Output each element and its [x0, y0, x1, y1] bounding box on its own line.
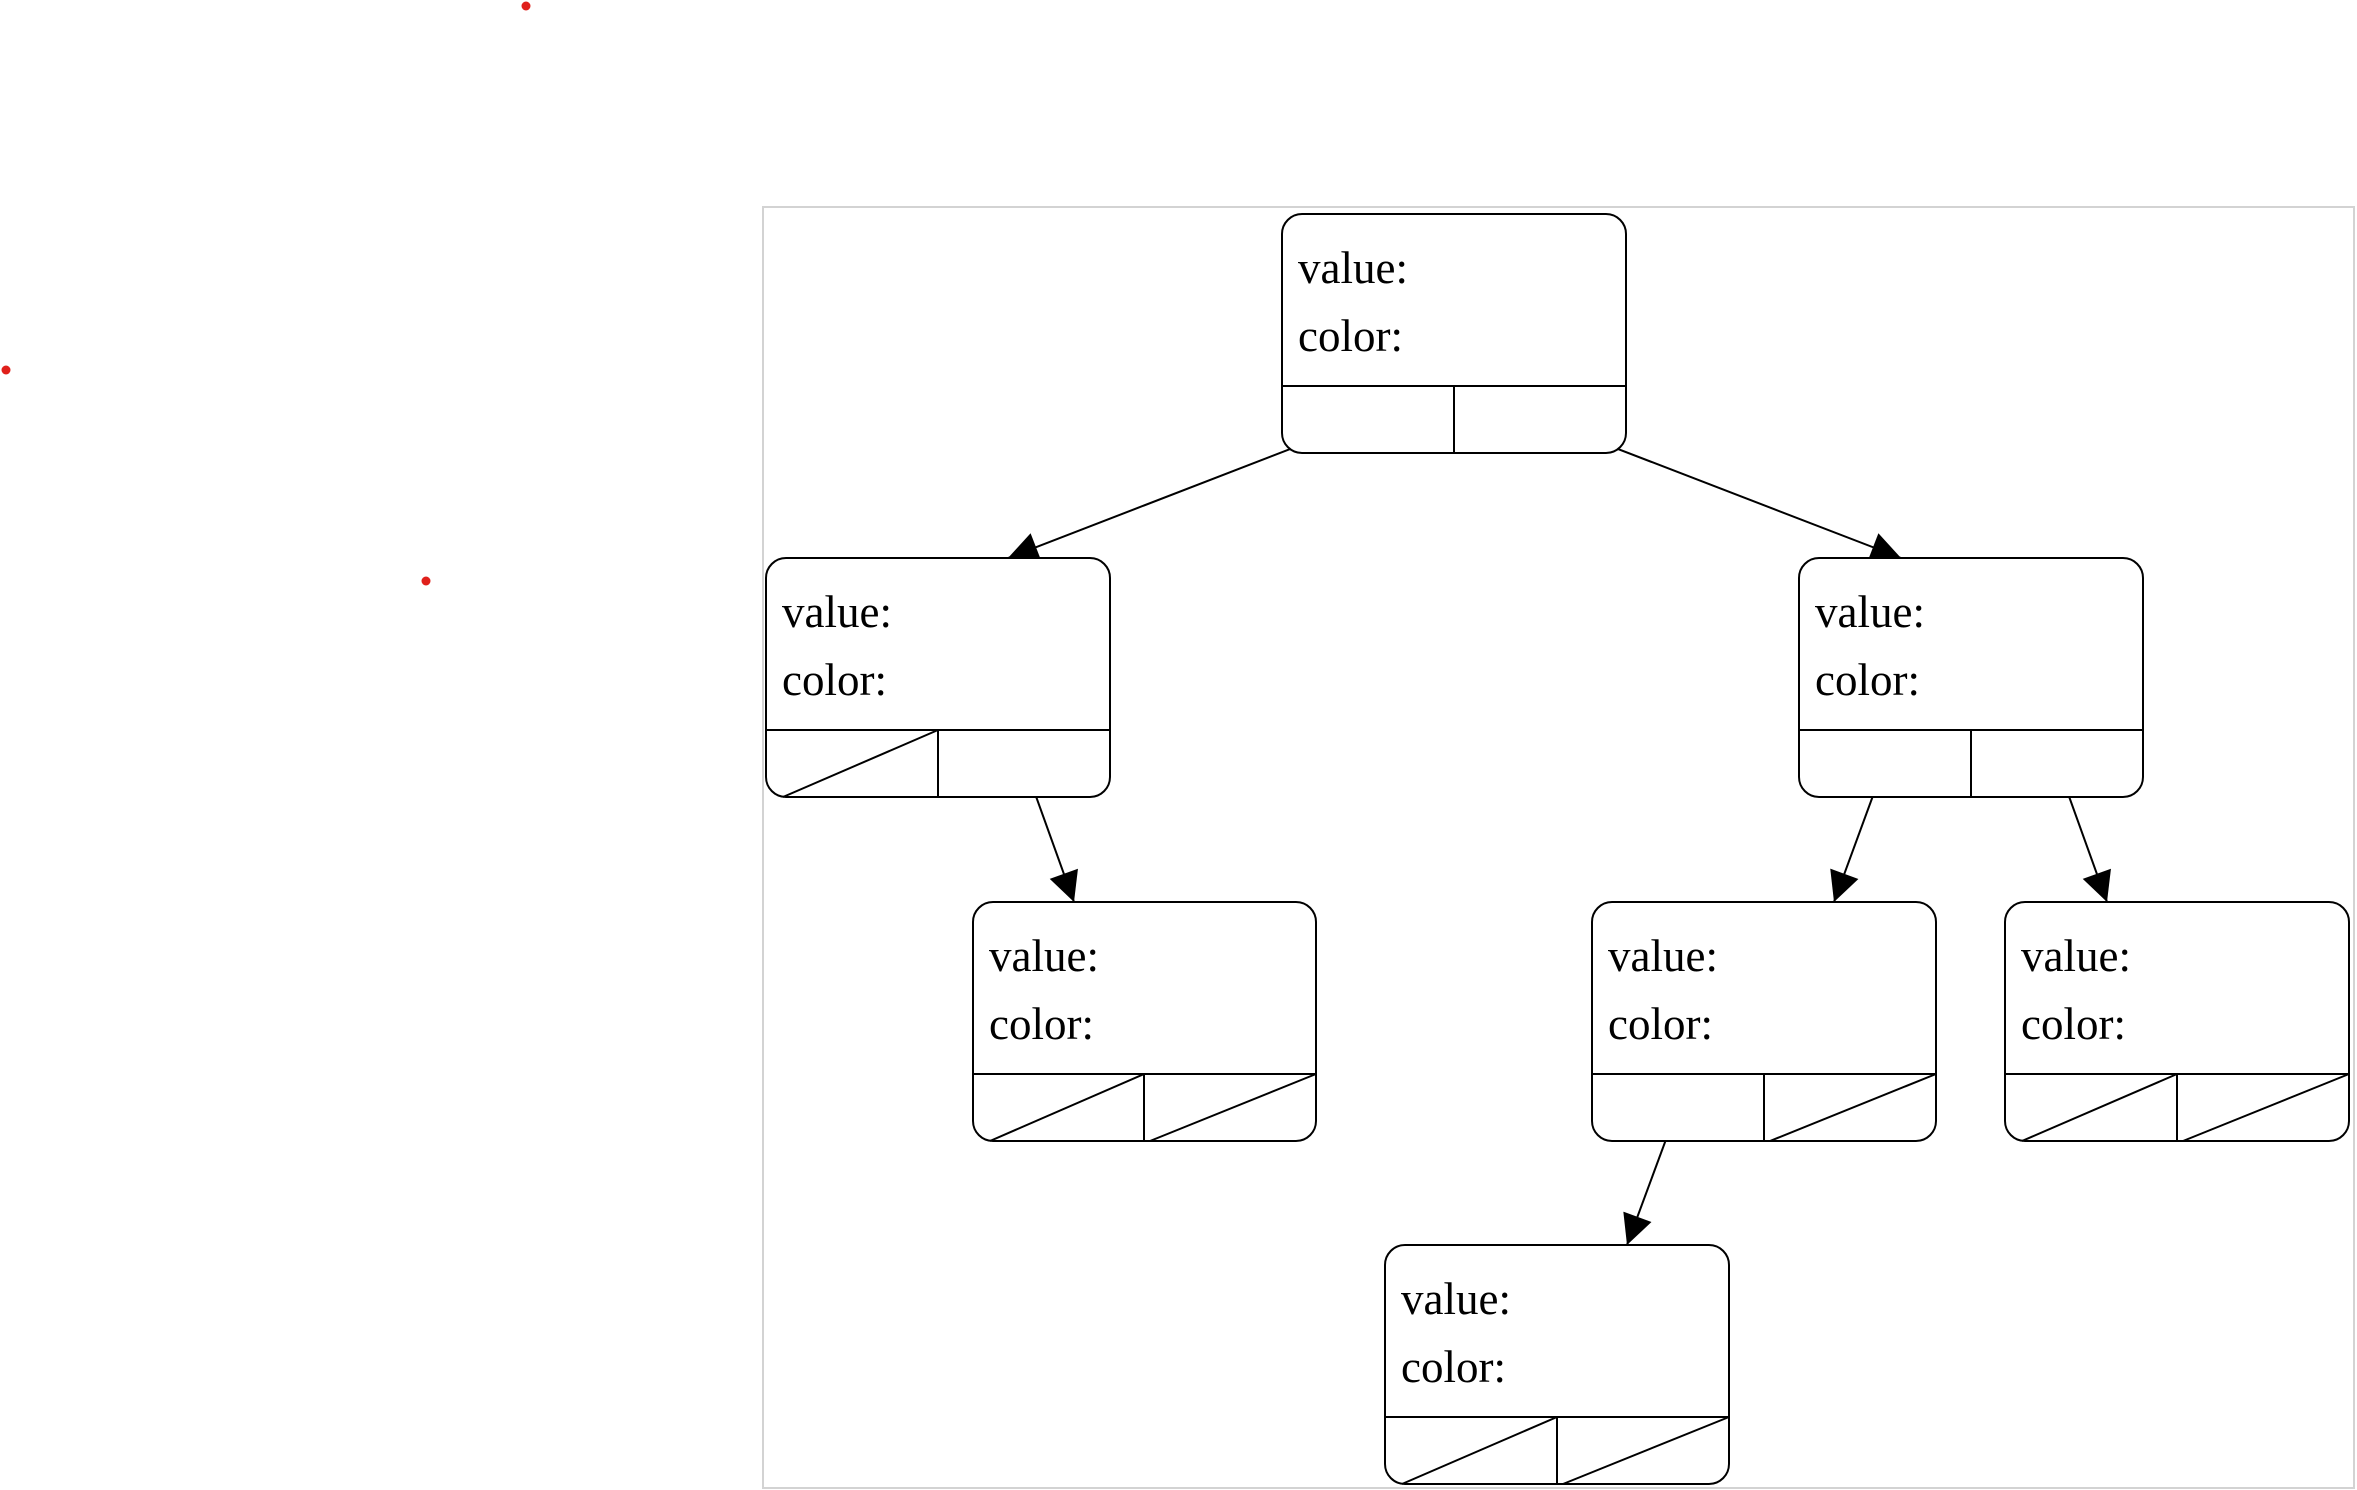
marker-dot — [1, 365, 11, 375]
value-label: value: — [989, 931, 1099, 981]
null-pointer-slash — [1149, 1073, 1317, 1142]
null-pointer-slash — [989, 1073, 1145, 1142]
value-label: value: — [2021, 931, 2131, 981]
nodes: value: color: value: color: value: color… — [765, 213, 2350, 1485]
null-pointer-slash — [2021, 1073, 2178, 1142]
null-pointer-slash — [1769, 1073, 1937, 1142]
tree-node-right-left-left: value: color: — [1384, 1244, 1730, 1485]
color-label: color: — [782, 655, 887, 705]
value-label: value: — [1815, 587, 1925, 637]
diagram-frame — [762, 206, 2355, 1489]
marker-dot — [421, 576, 431, 586]
color-label: color: — [989, 999, 1094, 1049]
tree-node-right-left: value: color: — [1591, 901, 1937, 1142]
color-label: color: — [2021, 999, 2126, 1049]
value-label: value: — [1401, 1274, 1511, 1324]
value-label: value: — [1608, 931, 1718, 981]
marker-dot — [521, 1, 531, 11]
null-pointer-slash — [1401, 1416, 1558, 1485]
tree-node-left-right: value: color: — [972, 901, 1317, 1142]
value-label: value: — [782, 587, 892, 637]
color-label: color: — [1401, 1342, 1506, 1392]
null-pointer-slash — [782, 729, 939, 798]
tree-node-root: value: color: — [1281, 213, 1627, 454]
color-label: color: — [1298, 311, 1403, 361]
null-pointer-slash — [1562, 1416, 1730, 1485]
tree-node-right-right: value: color: — [2004, 901, 2350, 1142]
null-pointer-slash — [2182, 1073, 2350, 1142]
color-label: color: — [1815, 655, 1920, 705]
value-label: value: — [1298, 243, 1408, 293]
color-label: color: — [1608, 999, 1713, 1049]
tree-node-left: value: color: — [765, 557, 1111, 798]
tree-node-right: value: color: — [1798, 557, 2144, 798]
